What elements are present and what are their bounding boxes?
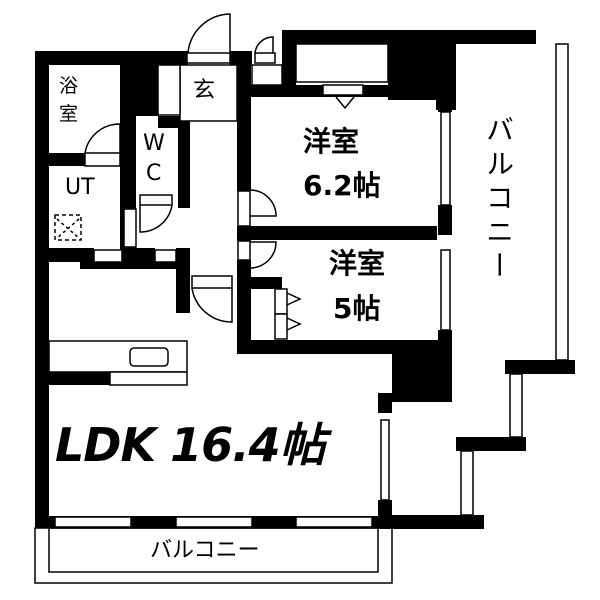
bath-label-top: 浴 (59, 75, 79, 97)
utility-label: UT (65, 175, 95, 200)
western-room-1-label: 洋室 (303, 125, 360, 158)
western-room-2-label: 洋室 (329, 247, 386, 280)
balcony-bottom-label: バルコニー (150, 538, 260, 563)
wc-label-bottom: C (146, 161, 162, 186)
western-room-1-size: 6.2帖 (303, 169, 381, 202)
wc-label-top: W (143, 131, 165, 156)
wall-top-left (35, 51, 188, 65)
ldk-label: LDK 16.4帖 (55, 418, 326, 472)
wall-left (35, 51, 49, 528)
bath-label-bottom: 室 (59, 103, 79, 125)
balcony-right-label: バルコニー (482, 115, 515, 285)
western-room-2-size: 5帖 (333, 292, 381, 325)
entrance-label: 玄 (193, 78, 216, 103)
